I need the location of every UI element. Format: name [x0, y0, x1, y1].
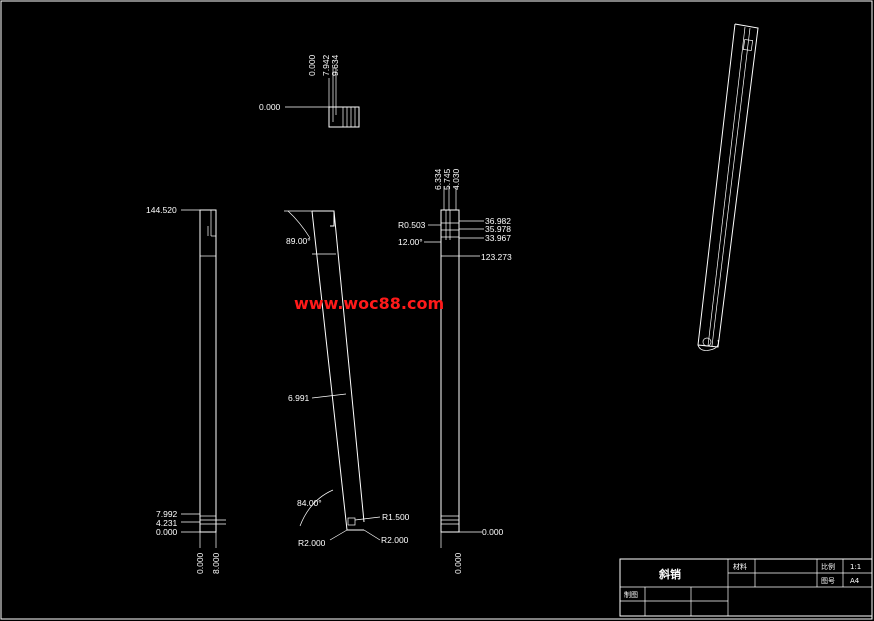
- middle-dim-r2000-right: R2.000: [381, 535, 409, 545]
- right-dim-12deg: 12.00°: [398, 237, 423, 247]
- right-dim-6334: 6.334: [433, 168, 443, 190]
- middle-dim-r1500: R1.500: [382, 512, 410, 522]
- right-view: 6.334 5.745 4.030 R0.503 36.982 35.978 3…: [398, 168, 512, 574]
- title-drawn-label: 制图: [624, 590, 638, 599]
- right-dim-36982: 36.982: [485, 216, 511, 226]
- title-block: 斜销 材料 比例 1:1 图号 A4 制图: [619, 558, 873, 617]
- right-dim-123273: 123.273: [481, 252, 512, 262]
- left-dim-7992: 7.992: [156, 509, 178, 519]
- right-dim-r0503: R0.503: [398, 220, 426, 230]
- top-view: 0.000 0.000 7.942 9.634: [259, 54, 360, 128]
- left-dim-8000: 8.000: [211, 552, 221, 574]
- title-material-label: 材料: [733, 562, 747, 571]
- middle-dim-89deg: 89.00°: [286, 236, 311, 246]
- top-dim-9634: 9.634: [330, 54, 340, 76]
- title-scale-value: 1:1: [850, 563, 861, 571]
- top-dim-left-zero: 0.000: [259, 102, 281, 112]
- right-dim-zero: 0.000: [482, 527, 504, 537]
- middle-dim-84deg: 84.00°: [297, 498, 322, 508]
- title-scale-label: 比例: [821, 562, 835, 571]
- title-sheet-value: A4: [850, 577, 860, 585]
- right-dim-4030: 4.030: [451, 168, 461, 190]
- left-view-outline: [199, 209, 217, 533]
- left-dim-4231: 4.231: [156, 518, 178, 528]
- top-dim-7942: 7.942: [321, 54, 331, 76]
- middle-dim-6991: 6.991: [288, 393, 310, 403]
- top-dim-zero: 0.000: [307, 54, 317, 76]
- left-view: 144.520 7.992 4.231 0.000 0.000 8.000: [146, 205, 226, 574]
- right-dim-33967: 33.967: [485, 233, 511, 243]
- iso-outline: [697, 23, 759, 348]
- left-dim-144520: 144.520: [146, 205, 177, 215]
- right-view-outline: [440, 209, 460, 533]
- right-dim-35978: 35.978: [485, 224, 511, 234]
- middle-dim-r2000-left: R2.000: [298, 538, 326, 548]
- middle-view: 89.00° 6.991 84.00° R1.500 R2.000 R2.000: [284, 210, 410, 548]
- isometric-view: [697, 23, 759, 351]
- left-dim-bottom-zero: 0.000: [195, 552, 205, 574]
- left-dim-zero: 0.000: [156, 527, 178, 537]
- title-part-name: 斜销: [658, 567, 681, 581]
- top-view-outline: [328, 106, 360, 128]
- title-sheet-label: 图号: [821, 577, 835, 585]
- watermark-text: www.woc88.com: [294, 294, 444, 313]
- right-dim-5745: 5.745: [442, 168, 452, 190]
- right-dim-bottom-zero: 0.000: [453, 552, 463, 574]
